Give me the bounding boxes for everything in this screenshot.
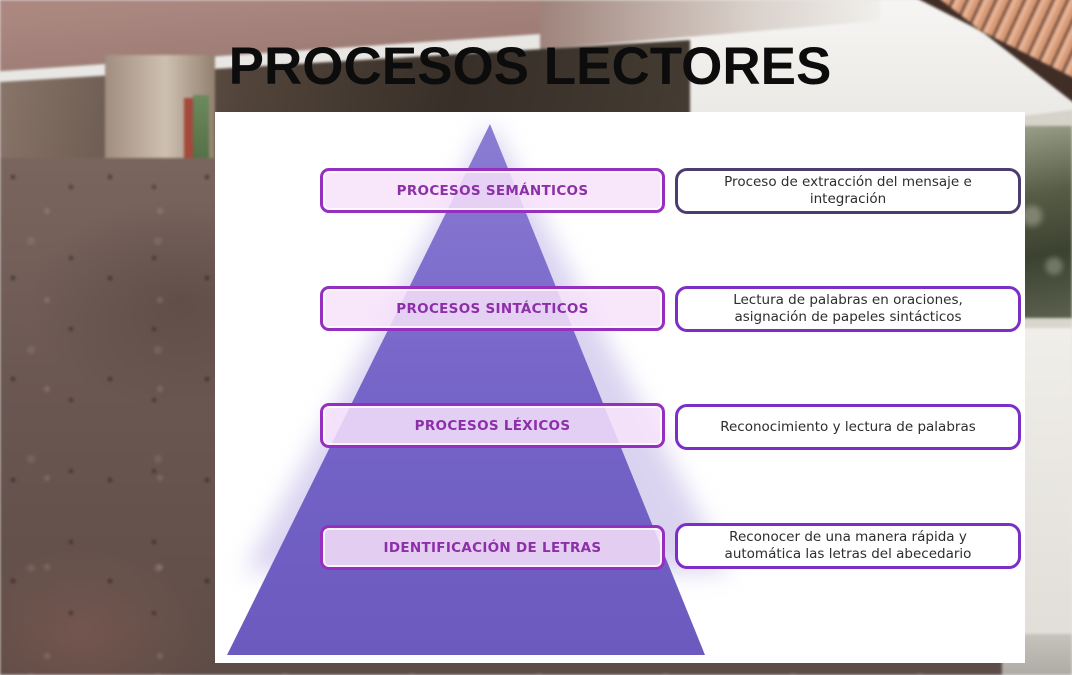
green-plant-detail — [193, 95, 209, 175]
pyramid-level-lexical: PROCESOS LÉXICOS — [320, 403, 665, 448]
red-door-detail — [184, 98, 193, 166]
description-box-lexical: Reconocimiento y lectura de palabras — [675, 404, 1021, 450]
pyramid-level-letter-identification: IDENTIFICACIÓN DE LETRAS — [320, 525, 665, 570]
pyramid-triangle — [227, 124, 705, 655]
description-semantic-text: Proceso de extracción del mensaje e inte… — [724, 174, 972, 207]
pyramid-level-semantic-label: PROCESOS SEMÁNTICOS — [396, 182, 589, 199]
pyramid-level-lexical-label: PROCESOS LÉXICOS — [414, 417, 571, 434]
page-title: PROCESOS LECTORES — [228, 37, 832, 96]
description-box-letter-identification: Reconocer de una manera rápida y automát… — [675, 523, 1021, 569]
pyramid-level-syntactic-label: PROCESOS SINTÁCTICOS — [396, 300, 589, 317]
diagram-panel: PROCESOS SEMÁNTICOS PROCESOS SINTÁCTICOS… — [215, 112, 1025, 663]
description-letter-identification-text: Reconocer de una manera rápida y automát… — [724, 529, 972, 562]
pyramid-level-syntactic: PROCESOS SINTÁCTICOS — [320, 286, 665, 331]
description-syntactic-text: Lectura de palabras en oraciones, asigna… — [733, 292, 963, 325]
pyramid-level-semantic: PROCESOS SEMÁNTICOS — [320, 168, 665, 213]
description-box-semantic: Proceso de extracción del mensaje e inte… — [675, 168, 1021, 214]
description-lexical-text: Reconocimiento y lectura de palabras — [720, 418, 976, 435]
pyramid-level-letter-identification-label: IDENTIFICACIÓN DE LETRAS — [383, 539, 602, 556]
pyramid — [227, 122, 730, 655]
description-box-syntactic: Lectura de palabras en oraciones, asigna… — [675, 286, 1021, 332]
